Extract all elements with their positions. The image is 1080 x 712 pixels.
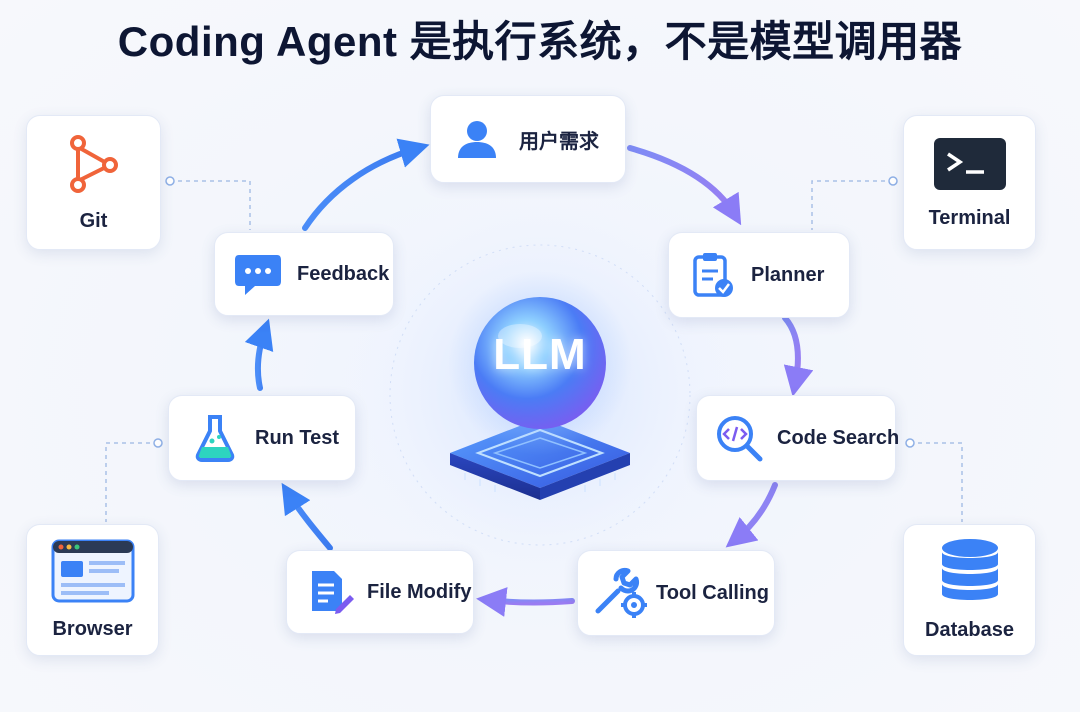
tool-git-label: Git [79, 209, 108, 232]
browser-icon [51, 539, 135, 608]
terminal-icon [932, 136, 1008, 197]
step-code-search-label: Code Search [777, 426, 900, 449]
step-tool-calling[interactable]: Tool Calling [577, 550, 775, 636]
arrow-feedback-to-user [302, 138, 430, 231]
step-code-search[interactable]: Code Search [696, 395, 900, 481]
arrow-test-to-feedback [244, 318, 274, 391]
llm-core-graphic [448, 271, 632, 500]
step-planner-label: Planner [751, 263, 825, 286]
code-search-icon [713, 412, 765, 464]
tool-database-label: Database [925, 619, 1014, 641]
arrow-tool-to-file [476, 587, 575, 617]
chat-bubble-icon [233, 250, 283, 298]
tool-git[interactable]: Git [26, 115, 161, 250]
connector-database [910, 442, 963, 522]
tool-database[interactable]: Database [903, 524, 1036, 656]
arrow-file-to-test [281, 482, 333, 551]
connector-terminal [811, 180, 893, 230]
step-feedback[interactable]: Feedback [214, 232, 394, 316]
step-user-need[interactable]: 用户需求 [430, 95, 626, 183]
tool-browser-label: Browser [52, 618, 133, 640]
step-run-test[interactable]: Run Test [168, 395, 356, 481]
connector-browser [105, 442, 158, 522]
tool-terminal[interactable]: Terminal [903, 115, 1036, 250]
step-feedback-label: Feedback [297, 262, 390, 285]
git-icon [66, 133, 122, 200]
connector-git [170, 180, 251, 230]
step-file-modify-label: File Modify [367, 580, 472, 603]
arrow-search-to-tool [725, 482, 778, 548]
file-edit-icon [305, 567, 355, 617]
user-icon [453, 115, 501, 163]
llm-label: LLM [493, 330, 587, 379]
database-icon [938, 538, 1002, 609]
tool-browser[interactable]: Browser [26, 524, 159, 656]
step-file-modify[interactable]: File Modify [286, 550, 474, 634]
tool-terminal-label: Terminal [928, 206, 1011, 229]
arrow-user-to-planner [627, 145, 742, 226]
step-tool-calling-label: Tool Calling [656, 581, 769, 604]
step-run-test-label: Run Test [255, 426, 340, 449]
arrow-planner-to-search [782, 315, 814, 397]
page-title: Coding Agent 是执行系统，不是模型调用器 [117, 18, 963, 65]
flask-icon [191, 413, 239, 463]
step-planner[interactable]: Planner [668, 232, 850, 318]
clipboard-check-icon [689, 251, 737, 299]
step-user-need-label: 用户需求 [519, 130, 599, 153]
wrench-gear-icon [590, 567, 650, 619]
